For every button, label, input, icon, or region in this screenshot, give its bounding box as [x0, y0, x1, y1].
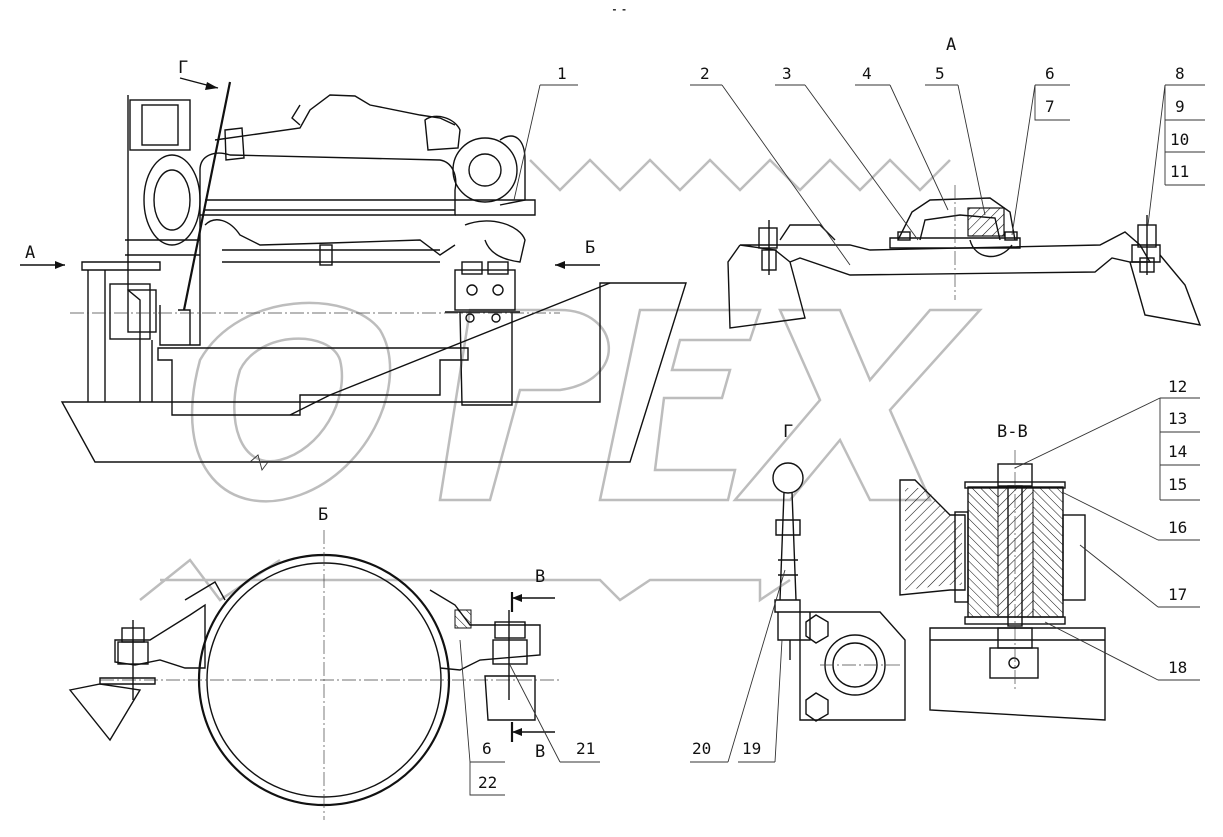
callout-11: 11 [1170, 162, 1189, 181]
watermark: - - [139, 5, 983, 603]
callout-2: 2 [700, 64, 710, 83]
arrow-G-label: Г [178, 58, 188, 78]
callout-15: 15 [1168, 475, 1187, 494]
callout-10: 10 [1170, 130, 1189, 149]
callout-17: 17 [1168, 585, 1187, 604]
callout-13: 13 [1168, 409, 1187, 428]
section-VV-title: В-В [997, 422, 1028, 442]
section-V-top-label: В [535, 567, 545, 587]
view-G-dipstick [772, 462, 906, 722]
callout-14: 14 [1168, 442, 1187, 461]
callout-8: 8 [1175, 64, 1185, 83]
callout-22: 22 [478, 773, 497, 792]
callout-4: 4 [862, 64, 872, 83]
callout-6-bottom: 6 [482, 739, 492, 758]
callout-19: 19 [742, 739, 761, 758]
leader-lines [459, 84, 1205, 796]
section-VV [899, 450, 1106, 721]
callout-18: 18 [1168, 658, 1187, 677]
callout-21: 21 [576, 739, 595, 758]
callout-5: 5 [935, 64, 945, 83]
view-B-title: Б [318, 505, 328, 525]
view-labels: А Б Г В-В А Б Г В В [25, 35, 1028, 762]
svg-text:- -: - - [612, 5, 626, 14]
view-A-title: А [946, 35, 956, 55]
arrow-A-label: А [25, 243, 35, 263]
section-V-bottom-label: В [535, 742, 545, 762]
engine-side-view [20, 77, 687, 472]
callout-16: 16 [1168, 518, 1187, 537]
callout-20: 20 [692, 739, 711, 758]
callout-12: 12 [1168, 377, 1187, 396]
callout-1: 1 [557, 64, 567, 83]
view-G-title: Г [783, 422, 793, 442]
callout-numbers: 1 2 3 4 5 6 7 8 9 10 11 12 13 14 15 16 1… [478, 64, 1189, 792]
view-B-front-mount [68, 530, 560, 820]
arrow-B-label: Б [585, 238, 595, 258]
callout-9: 9 [1175, 97, 1185, 116]
view-A-mount-bracket [727, 185, 1202, 329]
callout-7: 7 [1045, 97, 1055, 116]
callout-3: 3 [782, 64, 792, 83]
callout-6-top: 6 [1045, 64, 1055, 83]
